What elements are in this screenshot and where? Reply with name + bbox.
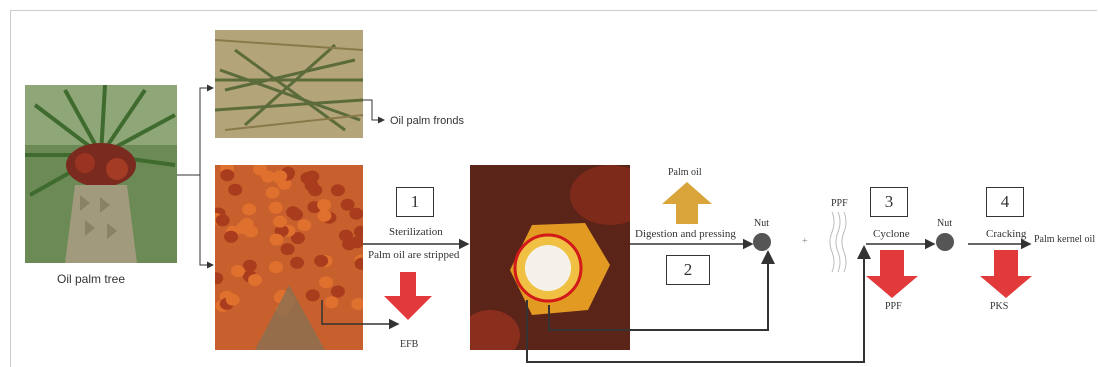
tree-branch-line <box>177 88 213 175</box>
nut-icon-2 <box>936 233 954 251</box>
ppf-fiber-icon <box>830 212 846 272</box>
efb-red-arrow <box>384 272 432 320</box>
fiber-loop-line <box>527 247 864 362</box>
nut-icon-1 <box>753 233 771 251</box>
efb-line <box>322 300 398 324</box>
palm-oil-gold-arrow <box>662 182 712 224</box>
pks-red-arrow <box>980 250 1032 298</box>
tree-to-bunch-line <box>200 175 213 265</box>
ppf-red-arrow <box>866 250 918 298</box>
nut-feedback-line <box>549 252 768 330</box>
fronds-line <box>363 100 384 120</box>
